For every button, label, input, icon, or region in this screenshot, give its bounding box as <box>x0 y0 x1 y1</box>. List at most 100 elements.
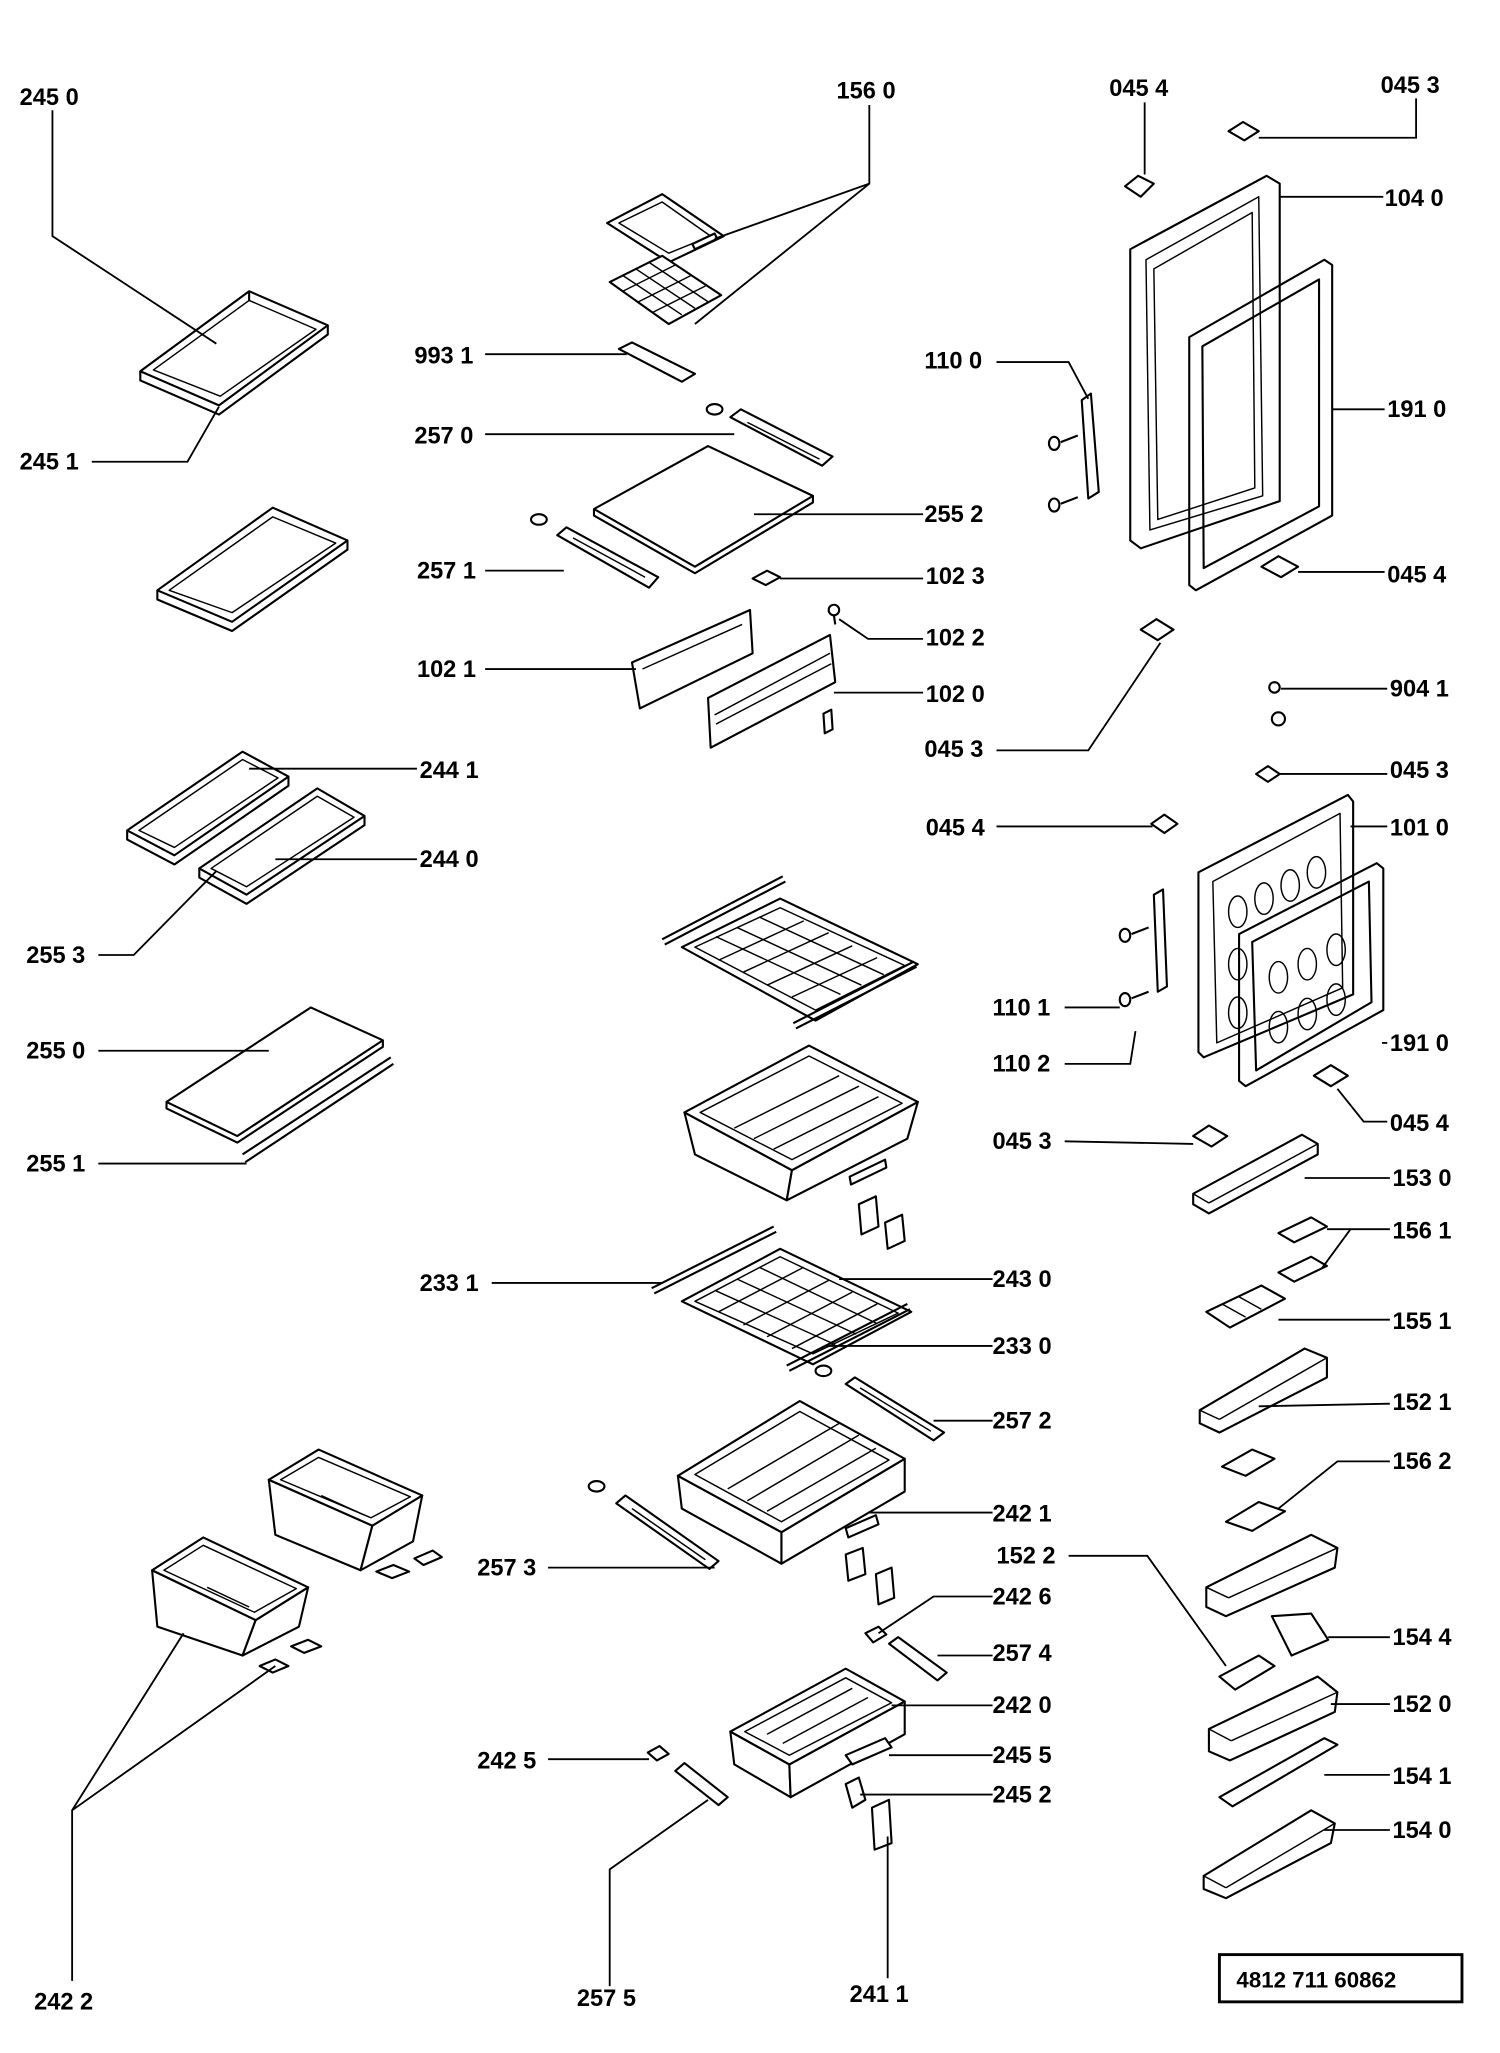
ice-cube-tray-156-0 <box>608 254 723 326</box>
egg-tray-155-1 <box>1205 1284 1287 1329</box>
leader-242-2 <box>71 1632 276 1981</box>
clip-245-2 <box>844 1776 867 1809</box>
crisper-box-upper <box>267 1448 443 1580</box>
callout-257-3: 257 3 <box>477 1555 536 1581</box>
hinge-045-4-left <box>1150 813 1179 835</box>
handle-110-0 <box>1047 392 1100 513</box>
leader-045-4 <box>1336 1088 1388 1123</box>
callout-156-1: 156 1 <box>1392 1218 1451 1244</box>
callout-045-3: 045 3 <box>1390 758 1449 784</box>
wire-shelf-243-0 <box>680 1247 913 1366</box>
callout-156-2: 156 2 <box>1392 1449 1451 1475</box>
rail-257-5 <box>674 1762 729 1807</box>
insert-156-2 <box>1220 1448 1287 1532</box>
callout-152-1: 152 1 <box>1392 1390 1451 1416</box>
callout-045-4: 045 4 <box>1387 562 1446 588</box>
glass-shelf-255-2 <box>592 444 814 575</box>
shelf-244-0 <box>198 787 366 905</box>
panel-102-0 <box>706 633 837 749</box>
callout-244-0: 244 0 <box>420 847 479 873</box>
leader-110-2 <box>1064 1030 1137 1065</box>
callout-245-5: 245 5 <box>993 1743 1052 1769</box>
callout-255-2: 255 2 <box>924 502 983 528</box>
callout-233-1: 233 1 <box>420 1271 479 1297</box>
leader-257-5 <box>608 1799 709 1987</box>
leader-152-1 <box>1258 1402 1390 1408</box>
callout-102-2: 102 2 <box>926 625 985 651</box>
handle-110-1 <box>1118 888 1169 993</box>
screw-904-1 <box>1268 681 1287 727</box>
strip-245-5 <box>844 1737 893 1766</box>
lid-156-1 <box>1277 1216 1328 1283</box>
callout-154-4: 154 4 <box>1392 1625 1451 1651</box>
shelf-244-1 <box>126 750 290 866</box>
small-box-152-2 <box>1218 1654 1276 1691</box>
callout-152-0: 152 0 <box>1392 1692 1451 1718</box>
leader-255-3 <box>98 870 218 956</box>
callout-257-0: 257 0 <box>414 423 473 449</box>
callout-191-0: 191 0 <box>1387 397 1446 423</box>
bar-993-1 <box>617 341 696 383</box>
door-gasket-191-0-lower <box>1238 862 1385 1088</box>
part-number: 4812 711 60862 <box>1236 1967 1396 1992</box>
callout-255-1: 255 1 <box>26 1151 85 1177</box>
callout-102-1: 102 1 <box>417 657 476 683</box>
label-holder-241-1 <box>870 1798 893 1851</box>
callout-110-0: 110 0 <box>924 349 982 375</box>
clip-242-5 <box>646 1744 670 1762</box>
hinge-045-4-mid <box>1260 555 1300 579</box>
shelf-unlabeled <box>156 506 349 633</box>
leader-156-0 <box>694 104 871 325</box>
callout-110-1: 110 1 <box>993 995 1051 1021</box>
door-gasket-191-0 <box>1188 258 1334 592</box>
callout-154-1: 154 1 <box>1392 1764 1451 1790</box>
callout-155-1: 155 1 <box>1392 1309 1451 1335</box>
rail-257-1 <box>529 513 660 589</box>
ice-tray-frame-156-0 <box>606 193 725 264</box>
callout-255-3: 255 3 <box>26 943 85 969</box>
callout-257-4: 257 4 <box>993 1641 1052 1667</box>
callout-993-1: 993 1 <box>414 343 473 369</box>
leader-045-3 <box>1258 98 1418 139</box>
leader-102-2 <box>838 618 924 640</box>
callout-045-3: 045 3 <box>1381 73 1440 99</box>
callout-242-2: 242 2 <box>34 1990 93 2016</box>
hinge-045-3-mid <box>1139 618 1175 642</box>
callout-104-0: 104 0 <box>1385 186 1444 212</box>
callout-242-1: 242 1 <box>993 1502 1052 1528</box>
leader-156-2 <box>1277 1460 1390 1510</box>
callout-045-4: 045 4 <box>926 816 985 842</box>
freezer-drawer-242-0 <box>729 1667 906 1799</box>
callout-257-5: 257 5 <box>577 1986 636 2012</box>
leader-110-0 <box>996 361 1090 400</box>
wire-shelf-upper <box>661 875 919 1030</box>
callout-904-1: 904 1 <box>1390 677 1449 703</box>
crisper-box-lower <box>151 1536 323 1674</box>
callout-233-0: 233 0 <box>993 1334 1052 1360</box>
freezer-basket-upper <box>683 1044 919 1250</box>
hinge-045-3-top <box>1227 120 1260 142</box>
leader-245-0 <box>51 110 217 345</box>
callout-243-0: 243 0 <box>993 1267 1052 1293</box>
callout-045-4: 045 4 <box>1390 1111 1449 1137</box>
freezer-door-101-0 <box>1197 793 1355 1059</box>
callout-102-3: 102 3 <box>926 564 985 590</box>
door-bin-152-0 <box>1207 1675 1339 1762</box>
callout-242-5: 242 5 <box>477 1748 536 1774</box>
part-number-box: 4812 711 60862 <box>1217 1953 1464 2004</box>
freezer-drawer-242-1 <box>676 1399 906 1606</box>
rail-233-0 <box>786 1303 911 1372</box>
clip-102-3 <box>751 569 782 587</box>
door-bin-unlabeled <box>1205 1533 1339 1618</box>
callout-110-2: 110 2 <box>993 1052 1051 1078</box>
hinge-045-4-top <box>1123 174 1155 198</box>
callout-102-0: 102 0 <box>926 682 985 708</box>
hinge-045-3-low <box>1192 1124 1229 1148</box>
door-bin-154-0 <box>1202 1809 1336 1900</box>
bar-154-1 <box>1218 1737 1339 1808</box>
leader-156-1 <box>1320 1228 1390 1270</box>
rail-257-0 <box>705 402 834 467</box>
callout-242-0: 242 0 <box>993 1693 1052 1719</box>
callout-191-0: 191 0 <box>1390 1031 1449 1057</box>
